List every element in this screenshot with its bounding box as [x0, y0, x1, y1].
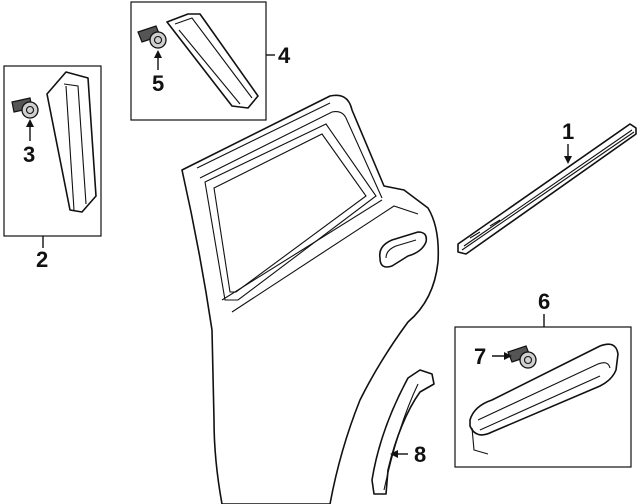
clip-5: [137, 25, 167, 49]
clip-3: [11, 97, 39, 119]
callout-5: 5: [152, 71, 164, 96]
wheel-arch-molding: [371, 369, 435, 495]
callout-6: 6: [538, 289, 550, 314]
clip-7: [507, 345, 537, 369]
callout-3: 3: [23, 142, 35, 167]
box-2: [3, 65, 102, 237]
callout-8: 8: [414, 442, 426, 467]
rear-door-shell: [181, 94, 440, 504]
box-4: [130, 1, 267, 121]
b-pillar-applique: [46, 71, 97, 213]
pillar-molding: [166, 13, 259, 109]
belt-molding: [457, 123, 637, 255]
callout-1: 1: [562, 119, 574, 144]
door-molding: [469, 343, 619, 455]
callout-7: 7: [474, 344, 486, 369]
box-6: [454, 326, 632, 468]
callout-4: 4: [278, 43, 291, 68]
callout-2: 2: [36, 247, 48, 272]
